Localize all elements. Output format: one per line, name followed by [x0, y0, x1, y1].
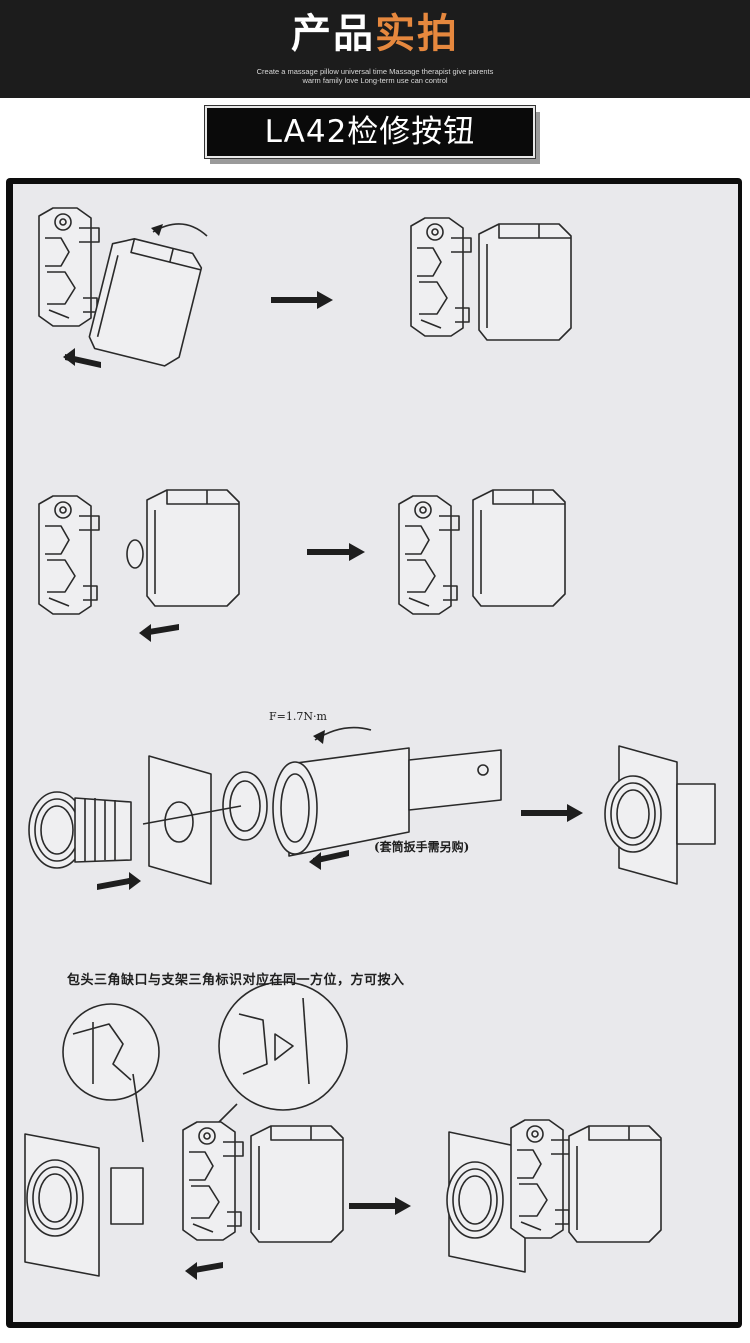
step1-before [38, 207, 208, 370]
banner-subtitle-line2: warm family love Long-term use can contr… [302, 76, 448, 85]
banner-title-part1: 产品 [291, 10, 375, 57]
step1-arrow [271, 291, 333, 309]
step3-ring [222, 771, 268, 841]
torque-label: F=1.7N·m [269, 710, 327, 723]
step3-socket-wrench [97, 726, 502, 890]
step3-arrow [521, 804, 583, 822]
banner-subtitle-line1: Create a massage pillow universal time M… [256, 67, 494, 76]
step4-after [446, 1119, 662, 1273]
alignment-note: 包头三角缺口与支架三角标识对应在同一方位，方可按入 [67, 973, 405, 988]
instruction-sheet: F=1.7N·m (套筒扳手需另购) 包头三角缺口与支架三角标识对应在同一方位，… [13, 184, 738, 1322]
step4-before [24, 1121, 344, 1280]
banner-title: 产品实拍 [0, 6, 750, 62]
socket-wrench-note: (套筒扳手需另购) [374, 840, 470, 854]
step3-panel [148, 755, 212, 885]
detail-circle-left [62, 1003, 160, 1143]
header-banner: 产品实拍 Create a massage pillow universal t… [0, 0, 750, 98]
step3-after [604, 745, 716, 885]
step3-head [28, 791, 132, 869]
product-label: LA42检修按钮 [205, 106, 535, 158]
banner-title-part2: 实拍 [375, 10, 459, 57]
assembly-diagram [24, 207, 716, 1280]
detail-circle-right [216, 981, 348, 1125]
step1-after [410, 217, 572, 341]
step2-arrow [307, 543, 365, 561]
step4-arrow [349, 1197, 411, 1215]
step2-before [38, 489, 240, 642]
step2-after [398, 489, 566, 615]
